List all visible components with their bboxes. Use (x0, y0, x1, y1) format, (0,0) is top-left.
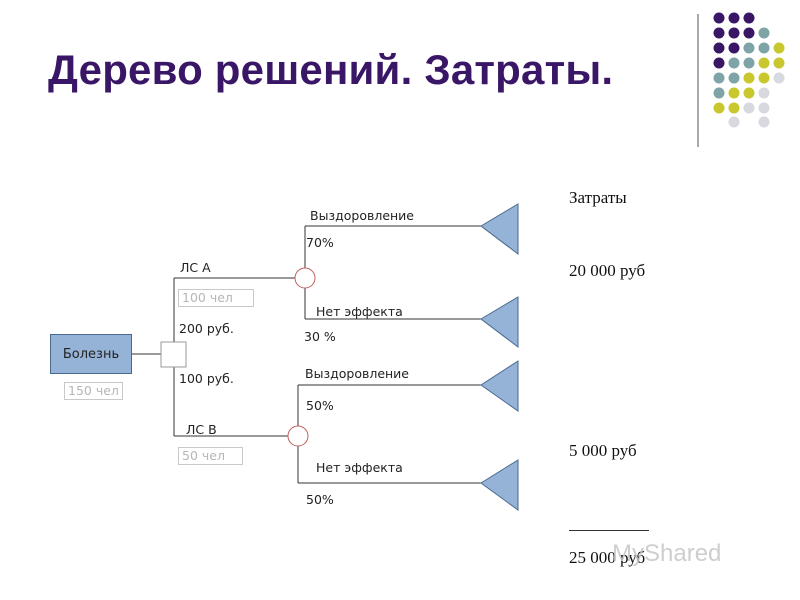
branch-a-label: ЛС А (180, 260, 211, 275)
b-outcome-2-label: Нет эффекта (316, 460, 403, 475)
costs-header: Затраты (569, 188, 627, 207)
terminal-node-a2 (480, 296, 519, 349)
dot-row-8 (728, 116, 770, 128)
b-outcome-1-prob: 50% (306, 398, 334, 413)
b-outcome-2-prob: 50% (306, 492, 334, 507)
branch-b-count-box: 50 чел (178, 447, 243, 465)
root-node: Болезнь (50, 334, 132, 374)
chance-node-a (294, 267, 316, 289)
dot-row-5 (713, 72, 785, 84)
page-title: Дерево решений. Затраты. (48, 46, 614, 93)
dot-row-3 (713, 42, 785, 54)
a-outcome-2-label: Нет эффекта (316, 304, 403, 319)
terminal-node-b2 (480, 459, 519, 511)
cost-a: 20 000 руб (569, 261, 646, 280)
a-outcome-1-label: Выздоровление (310, 208, 414, 223)
watermark-logo: MyShared (612, 540, 721, 568)
dot-row-6 (713, 87, 770, 99)
b-outcome-1-label: Выздоровление (305, 366, 409, 381)
divider-line (697, 14, 699, 147)
terminal-node-a1 (480, 203, 519, 256)
decision-node (160, 341, 187, 368)
decorative-dot-grid (713, 12, 785, 128)
cost-sum-line (569, 530, 649, 531)
branch-a-price: 200 руб. (179, 321, 234, 336)
root-count-box: 150 чел (64, 382, 123, 400)
a-outcome-1-prob: 70% (306, 235, 334, 250)
dot-row-2 (713, 27, 770, 39)
cost-total: 25 000 руб (569, 548, 646, 567)
a-outcome-2-prob: 30 % (304, 329, 336, 344)
branch-b-price: 100 руб. (179, 371, 234, 386)
dot-row-4 (713, 57, 785, 69)
dot-row-7 (713, 102, 770, 114)
root-node-label: Болезнь (62, 346, 120, 362)
dot-row-1 (713, 12, 755, 24)
watermark-brand: MyShared (612, 540, 722, 567)
branch-a-count-box: 100 чел (178, 289, 254, 307)
branch-b-label: ЛС В (186, 422, 217, 437)
chance-node-b (287, 425, 309, 447)
terminal-node-b1 (480, 360, 519, 412)
cost-b: 5 000 руб (569, 441, 637, 460)
